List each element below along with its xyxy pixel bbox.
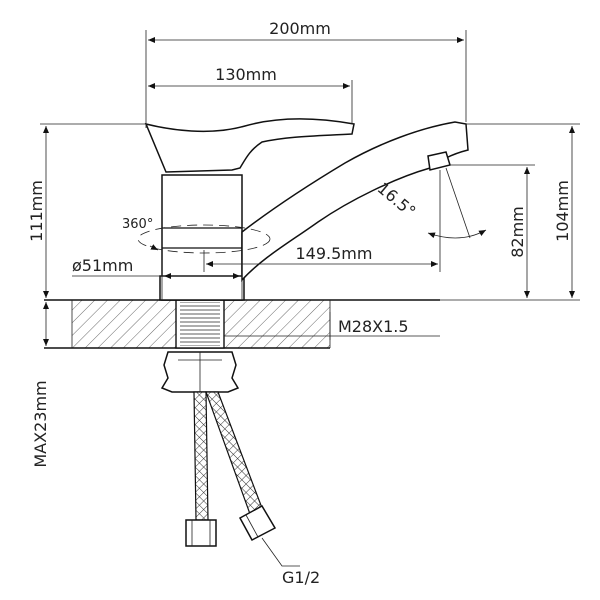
mounting-nut (160, 351, 240, 393)
handle-lever (144, 118, 355, 173)
dim-overall-width: 200mm (145, 19, 467, 128)
spout-reach-label: 149.5mm (296, 244, 373, 263)
rotation-indicator: 360° (122, 217, 271, 254)
hose-thread-leader (261, 537, 300, 567)
dim-base-diameter: ø51mm (72, 256, 243, 300)
spout-height-label: 82mm (508, 206, 527, 258)
threaded-shank (175, 299, 225, 349)
handle-width-label: 130mm (215, 65, 277, 84)
total-height-label: 104mm (553, 180, 572, 242)
hose-thread-label: G1/2 (282, 568, 320, 587)
faucet-body (159, 174, 245, 301)
rotation-label: 360° (122, 217, 153, 232)
dim-spout-height: 82mm (450, 164, 535, 298)
dim-spout-reach: 149.5mm (203, 170, 441, 272)
dim-body-height: 111mm (27, 123, 146, 298)
supply-hoses (185, 391, 277, 547)
overall-width-label: 200mm (269, 19, 331, 38)
dim-max-deck: MAX23mm (31, 302, 50, 468)
dim-thread: M28X1.5 (224, 312, 440, 340)
spout-angle-label: 16.5° (374, 178, 420, 221)
body-height-label: 111mm (27, 180, 46, 242)
max-deck-label: MAX23mm (31, 380, 50, 467)
thread-label: M28X1.5 (338, 317, 409, 336)
dim-handle-width: 130mm (148, 65, 353, 124)
base-diameter-label: ø51mm (72, 256, 133, 275)
dim-total-height: 104mm (440, 123, 580, 301)
